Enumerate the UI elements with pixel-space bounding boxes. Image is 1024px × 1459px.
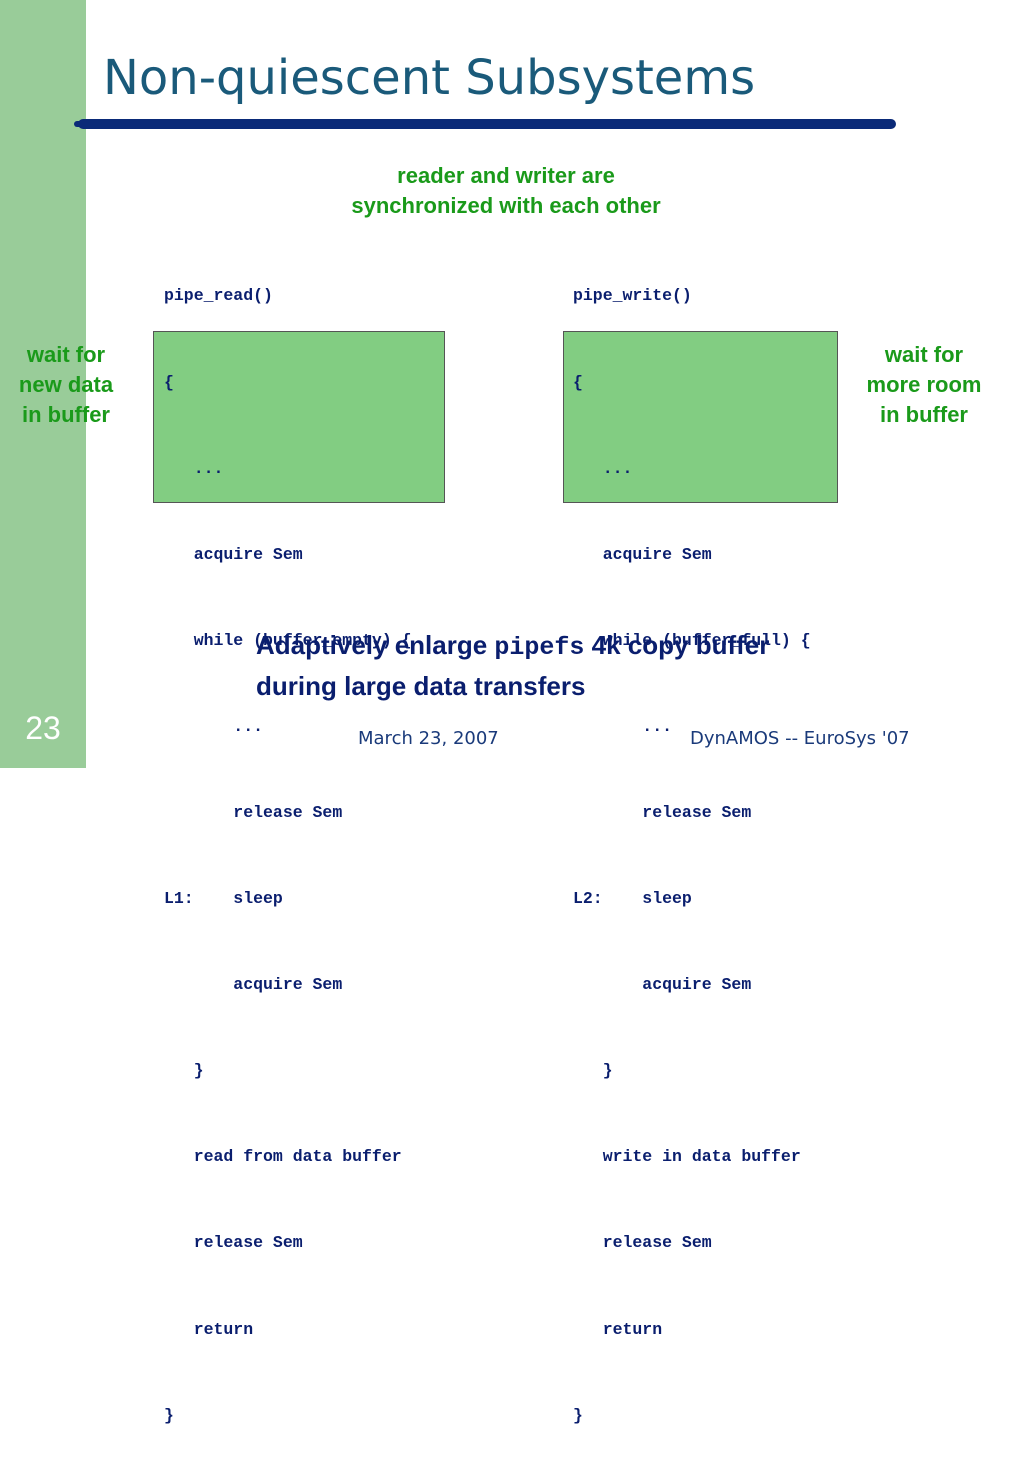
sidebar-strip bbox=[0, 0, 86, 768]
code-line: L1: sleep bbox=[164, 889, 283, 909]
code-line: ... bbox=[164, 458, 224, 478]
code-line: ... bbox=[573, 716, 673, 736]
callout-mono: pipefs bbox=[494, 633, 585, 662]
code-line: } bbox=[573, 1061, 613, 1081]
pipe-write-code: pipe_write() { ... acquire Sem while (bu… bbox=[573, 225, 811, 1459]
footer-date: March 23, 2007 bbox=[358, 728, 499, 749]
code-line: ... bbox=[164, 716, 264, 736]
code-line: L2: sleep bbox=[573, 889, 692, 909]
callout-line-2: during large data transfers bbox=[256, 671, 586, 701]
right-note-line: wait for bbox=[884, 342, 964, 367]
right-note-line: in buffer bbox=[880, 402, 968, 427]
pipe-read-code: pipe_read() { ... acquire Sem while (buf… bbox=[164, 225, 412, 1459]
code-line: release Sem bbox=[573, 802, 752, 822]
left-note: wait for new data in buffer bbox=[0, 340, 132, 430]
write-wait-loop-highlight bbox=[563, 331, 838, 503]
footer-conference: DynAMOS -- EuroSys '07 bbox=[690, 728, 910, 749]
callout-line-1: Adaptively enlarge pipefs 4k copy buffer bbox=[256, 626, 956, 667]
right-note: wait for more room in buffer bbox=[850, 340, 998, 430]
callout-prefix: Adaptively enlarge bbox=[256, 630, 495, 660]
left-note-line: new data bbox=[18, 372, 114, 397]
slide-number: 23 bbox=[25, 710, 61, 746]
left-note-line: wait for bbox=[26, 342, 106, 367]
code-line: return bbox=[164, 1319, 254, 1339]
code-line: return bbox=[573, 1319, 663, 1339]
code-line: while (buffer_full) { bbox=[573, 630, 811, 650]
code-line: release Sem bbox=[573, 1233, 712, 1253]
code-line: release Sem bbox=[164, 1233, 303, 1253]
code-line: { bbox=[164, 372, 174, 392]
left-note-line: in buffer bbox=[22, 402, 110, 427]
code-line: acquire Sem bbox=[573, 544, 712, 564]
code-line: ... bbox=[573, 458, 633, 478]
code-line: pipe_write() bbox=[573, 286, 692, 306]
code-line: } bbox=[573, 1405, 583, 1425]
code-line: acquire Sem bbox=[573, 975, 752, 995]
sync-note: reader and writer are synchronized with … bbox=[300, 161, 712, 221]
code-line: acquire Sem bbox=[164, 975, 343, 995]
read-wait-loop-highlight bbox=[153, 331, 445, 503]
code-line: pipe_read() bbox=[164, 286, 273, 306]
callout-text: Adaptively enlarge pipefs 4k copy buffer… bbox=[256, 626, 956, 706]
code-line: read from data buffer bbox=[164, 1147, 402, 1167]
title-underline bbox=[78, 119, 896, 129]
sync-note-line: reader and writer are bbox=[397, 163, 615, 188]
right-note-line: more room bbox=[866, 372, 982, 397]
slide-title: Non-quiescent Subsystems bbox=[103, 50, 756, 106]
callout-suffix: 4k copy buffer bbox=[584, 630, 770, 660]
code-line: acquire Sem bbox=[164, 544, 303, 564]
code-line: } bbox=[164, 1405, 174, 1425]
code-line: while (buffer_empty) { bbox=[164, 630, 412, 650]
code-line: write in data buffer bbox=[573, 1147, 801, 1167]
code-line: { bbox=[573, 372, 583, 392]
code-line: release Sem bbox=[164, 802, 343, 822]
code-line: } bbox=[164, 1061, 204, 1081]
sync-note-line: synchronized with each other bbox=[351, 193, 661, 218]
